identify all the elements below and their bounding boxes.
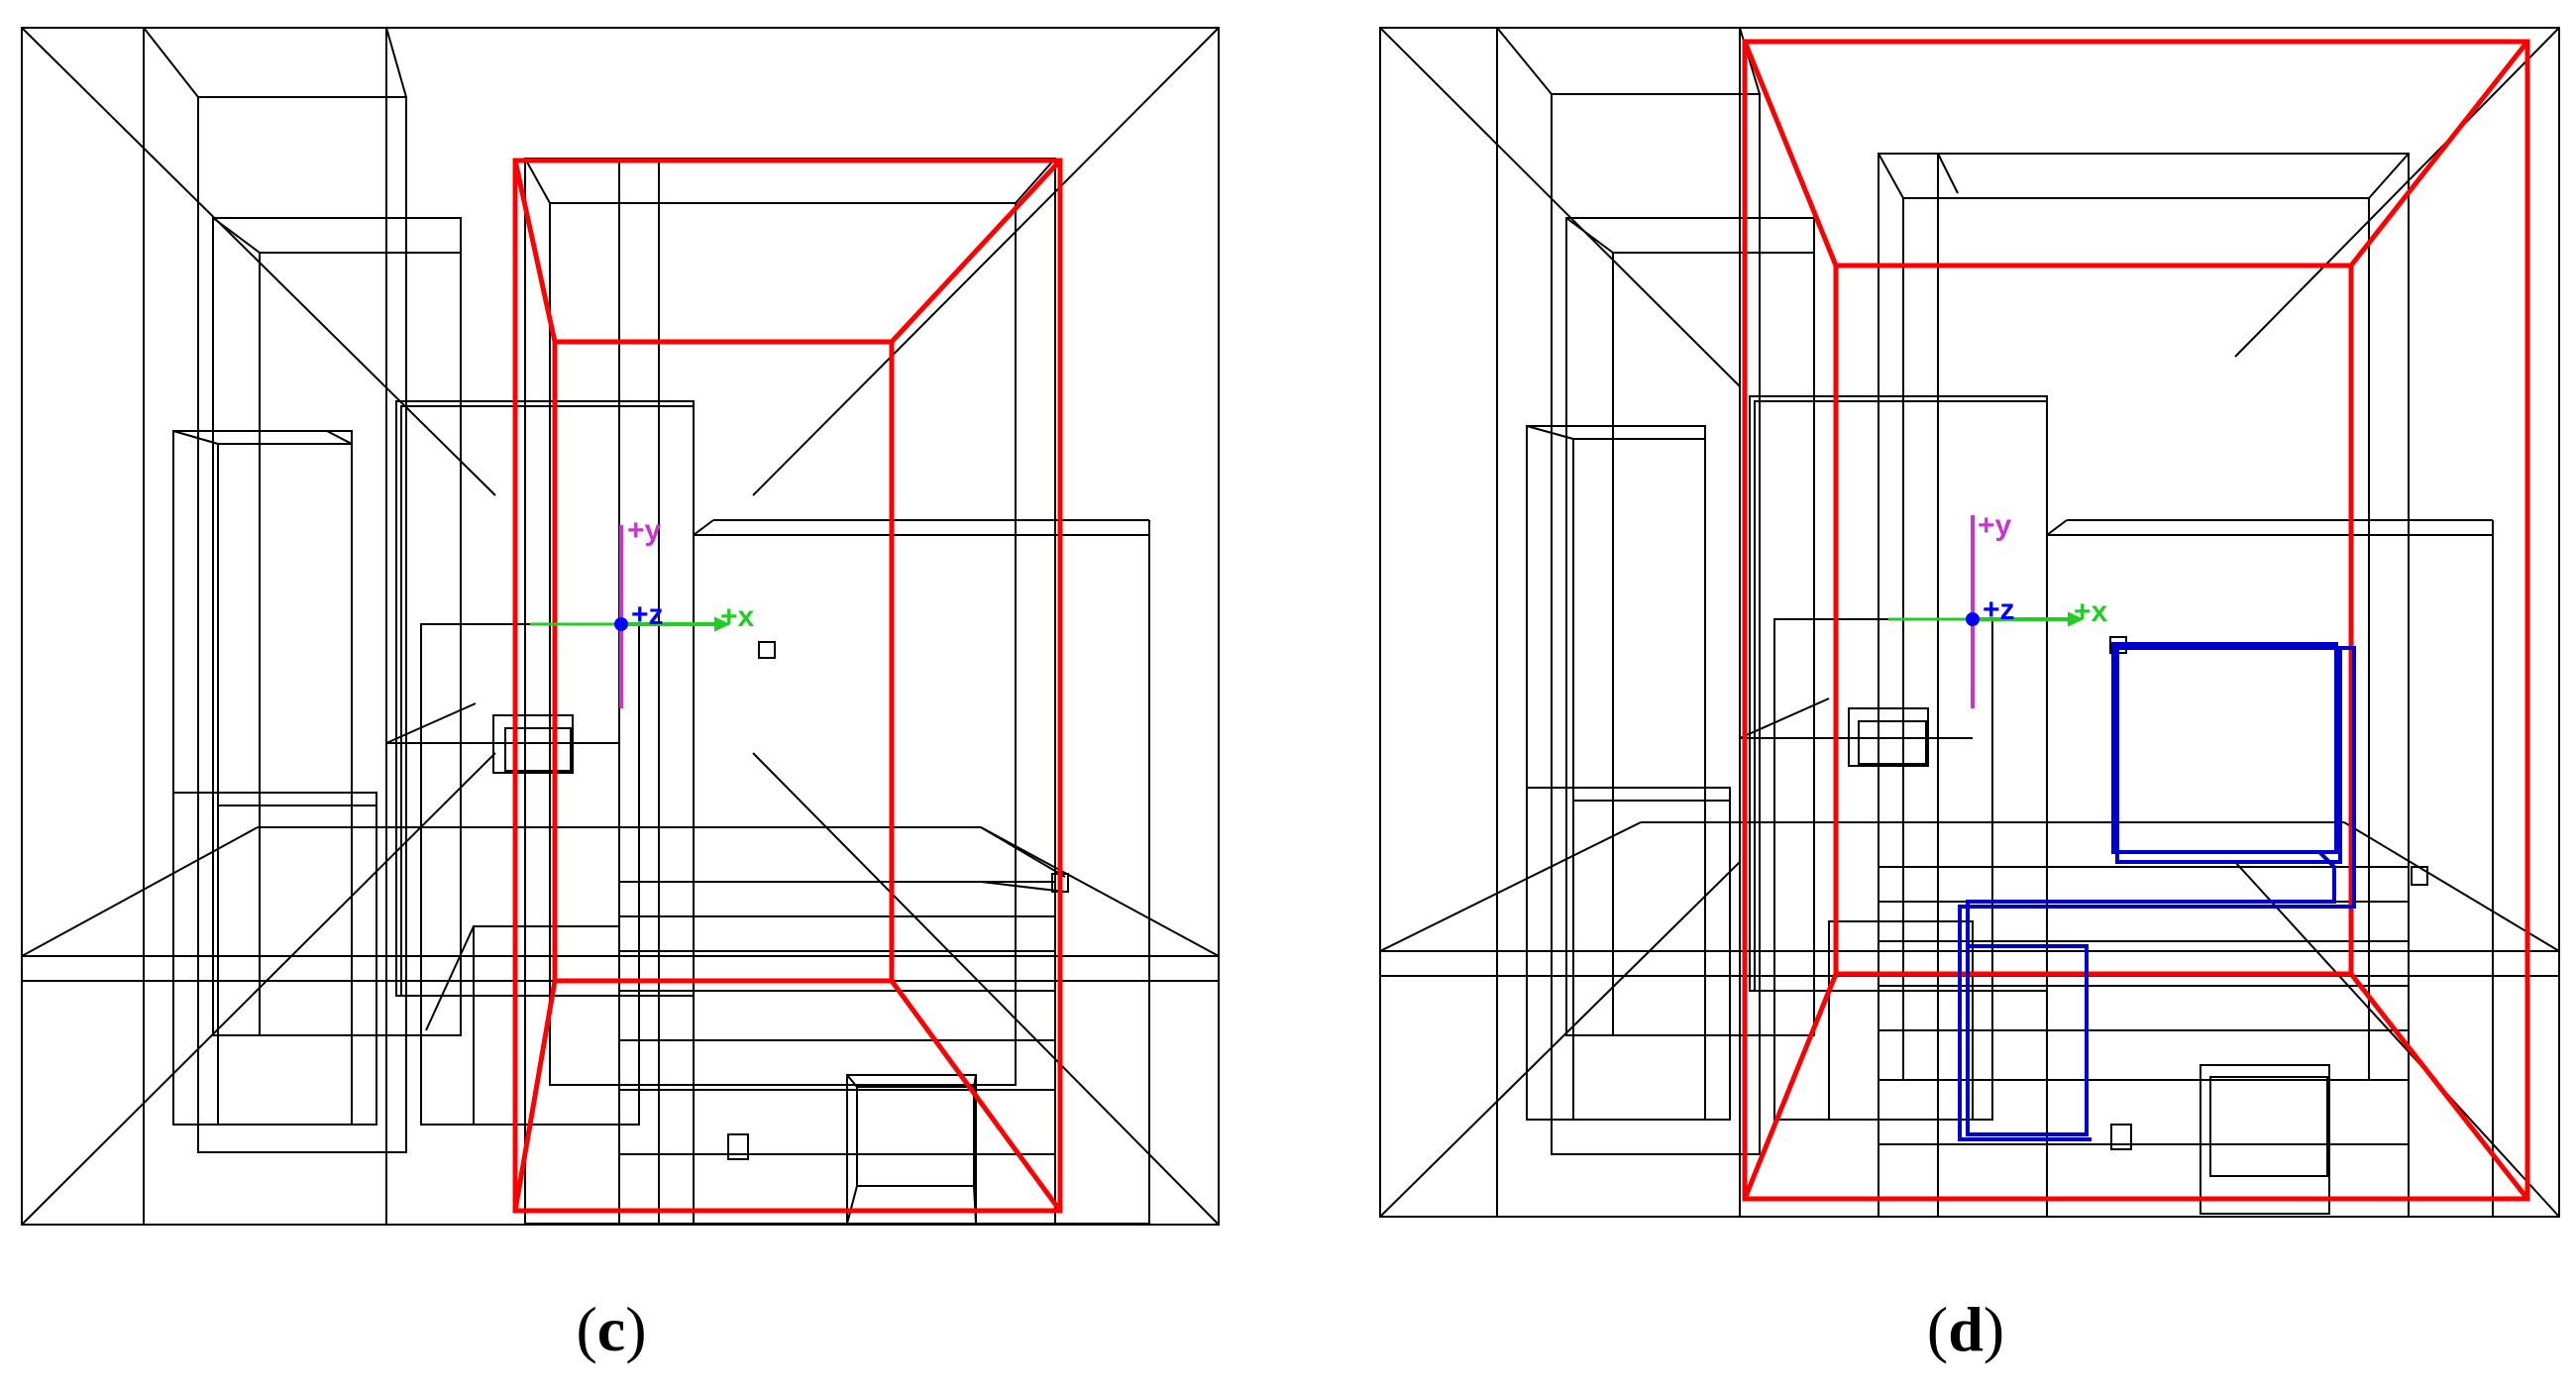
axes-c: [530, 525, 731, 708]
axes-d: [1888, 515, 2085, 708]
caption-d-close: ): [1983, 1294, 2005, 1364]
y-axis-label-d: +y: [1978, 509, 2012, 542]
highlight-box-c: [512, 158, 1063, 1214]
x-axis-label-d: +x: [2074, 595, 2108, 628]
x-axis-label-c: +x: [720, 600, 755, 633]
caption-c-letter: c: [596, 1294, 626, 1364]
z-axis-origin-c: [614, 617, 628, 631]
blue-path-d: [1958, 642, 2356, 1141]
wireframe-scene-d: +y +z +x: [1379, 27, 2560, 1218]
z-axis-origin-d: [1966, 612, 1980, 626]
z-axis-label-d: +z: [1983, 593, 2015, 626]
caption-c-open: (: [576, 1294, 597, 1364]
caption-c: (c): [413, 1293, 809, 1366]
caption-d-open: (: [1926, 1294, 1949, 1364]
caption-c-close: ): [625, 1294, 647, 1364]
y-axis-label-c: +y: [627, 514, 662, 547]
wireframe-scene-c: +y +z +x: [21, 27, 1220, 1226]
caption-d: (d): [1768, 1293, 2164, 1366]
highlight-box-d: [1742, 39, 2530, 1202]
z-axis-label-c: +z: [631, 598, 664, 631]
caption-d-letter: d: [1948, 1294, 1984, 1364]
